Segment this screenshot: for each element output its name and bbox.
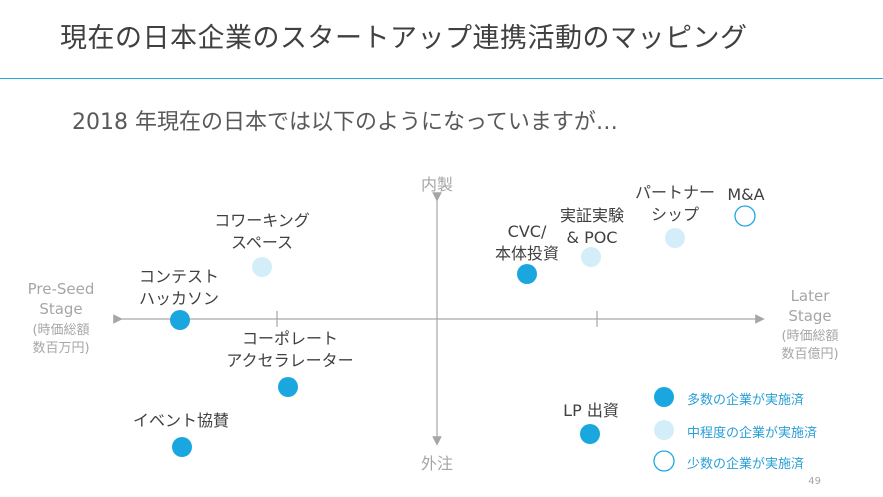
dot-contest-hackathon <box>170 310 190 330</box>
dot-event-sponsorship <box>172 437 192 457</box>
dot-poc <box>581 247 601 267</box>
title-divider <box>0 78 883 79</box>
legend-dot-medium <box>654 420 674 440</box>
axis-label-bottom: 外注 <box>420 454 453 473</box>
axis-label-left: Pre-Seed Stage <box>27 280 95 318</box>
legend-label-medium: 中程度の企業が実施済 <box>687 426 818 441</box>
legend-dot-few <box>653 450 675 472</box>
slide-subtitle: 2018 年現在の日本では以下のようになっていますが… <box>72 110 618 135</box>
page-number: 49 <box>808 476 821 487</box>
dot-ma <box>734 205 756 227</box>
legend-label-few: 少数の企業が実施済 <box>687 457 805 472</box>
slide-title: 現在の日本企業のスタートアップ連携活動のマッピング <box>60 23 748 54</box>
label-partnership: パートナー シップ <box>634 183 715 224</box>
label-lp-investment: LP 出資 <box>563 401 619 420</box>
dot-cvc-investment <box>517 264 537 284</box>
label-ma: M&A <box>727 185 765 204</box>
label-contest-hackathon: コンテスト ハッカソン <box>138 267 219 308</box>
label-coworking: コワーキング スペース <box>214 211 310 252</box>
dot-coworking <box>252 257 272 277</box>
axis-label-right-sub: (時価総額 数百億円) <box>781 329 839 362</box>
legend-dot-many <box>654 387 674 407</box>
dot-lp-investment <box>580 424 600 444</box>
axis-label-right: Later Stage <box>788 287 832 325</box>
label-corporate-accelerator: コーポレート アクセラレーター <box>226 329 354 370</box>
label-poc: 実証実験 & POC <box>559 206 624 247</box>
legend-label-many: 多数の企業が実施済 <box>687 393 805 408</box>
dot-partnership <box>665 228 685 248</box>
axis-label-top: 内製 <box>420 175 453 194</box>
label-cvc-investment: CVC/ 本体投資 <box>494 222 559 263</box>
axis-label-left-sub: (時価総額 数百万円) <box>32 323 90 356</box>
label-event-sponsorship: イベント協賛 <box>132 411 229 430</box>
dot-corporate-accelerator <box>278 377 298 397</box>
